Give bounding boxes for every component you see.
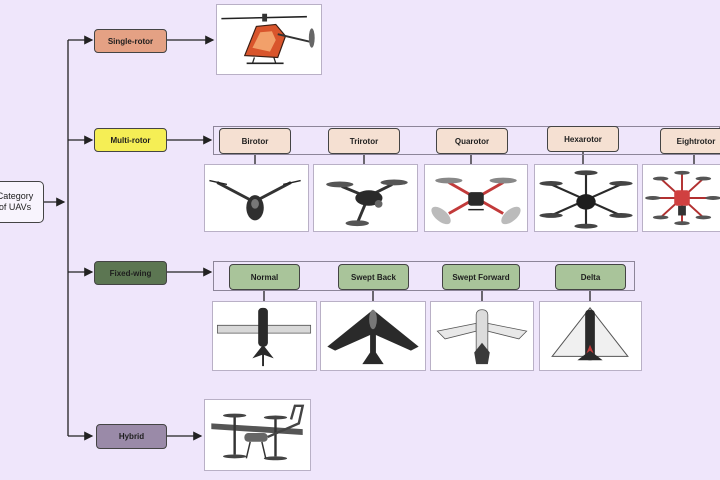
- multi-rotor-label: Multi-rotor: [111, 136, 151, 145]
- fixed-wing-node: Fixed-wing: [94, 261, 167, 285]
- hybrid-node: Hybrid: [96, 424, 167, 449]
- single-rotor-label: Single-rotor: [108, 37, 153, 46]
- subtype-quarotor: Quarotor: [436, 128, 508, 154]
- trirotor-image: [313, 164, 418, 232]
- subtype-trirotor-label: Trirotor: [350, 137, 378, 146]
- subtype-swept-forward-label: Swept Forward: [452, 273, 509, 282]
- fixed-wing-label: Fixed-wing: [110, 269, 152, 278]
- subtype-normal: Normal: [229, 264, 300, 290]
- subtype-quarotor-label: Quarotor: [455, 137, 489, 146]
- subtype-normal-label: Normal: [251, 273, 279, 282]
- root-label-line1: Category: [0, 191, 33, 202]
- helicopter-image: [216, 4, 322, 75]
- multi-rotor-node: Multi-rotor: [94, 128, 167, 152]
- hybrid-vtol-image: [204, 399, 311, 471]
- root-label-line2: of UAVs: [0, 202, 31, 213]
- subtype-birotor: Birotor: [219, 128, 291, 154]
- swept-back-image: [320, 301, 426, 371]
- hybrid-label: Hybrid: [119, 432, 144, 441]
- normal-wing-image: [212, 301, 317, 371]
- subtype-hexarotor: Hexarotor: [547, 126, 619, 152]
- subtype-birotor-label: Birotor: [242, 137, 269, 146]
- subtype-swept-back: Swept Back: [338, 264, 409, 290]
- swept-forward-image: [430, 301, 534, 371]
- single-rotor-node: Single-rotor: [94, 29, 167, 53]
- subtype-swept-back-label: Swept Back: [351, 273, 396, 282]
- subtype-delta: Delta: [555, 264, 626, 290]
- subtype-eightrotor: Eightrotor: [660, 128, 720, 154]
- subtype-delta-label: Delta: [581, 273, 601, 282]
- delta-wing-image: [539, 301, 642, 371]
- subtype-swept-forward: Swept Forward: [442, 264, 520, 290]
- hexarotor-image: [534, 164, 638, 232]
- subtype-eightrotor-label: Eightrotor: [677, 137, 716, 146]
- root-node: Category of UAVs: [0, 181, 44, 223]
- birotor-image: [204, 164, 309, 232]
- quarotor-image: [424, 164, 528, 232]
- subtype-trirotor: Trirotor: [328, 128, 400, 154]
- eightrotor-image: [642, 164, 720, 232]
- subtype-hexarotor-label: Hexarotor: [564, 135, 602, 144]
